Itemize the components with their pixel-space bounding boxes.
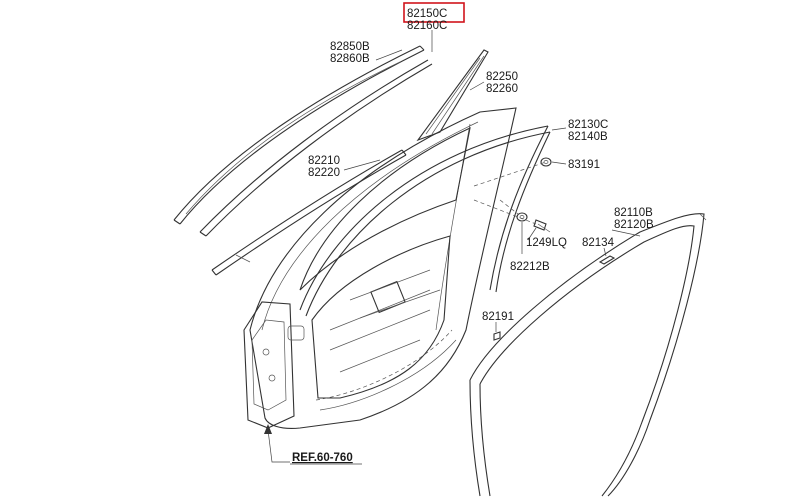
grommet-83191[interactable] xyxy=(540,157,552,167)
ref-arrow xyxy=(264,424,362,465)
leader-lines xyxy=(343,30,641,332)
label-83191[interactable]: 83191 xyxy=(568,159,600,171)
label-1249lq[interactable]: 1249LQ xyxy=(526,237,567,249)
label-82130c[interactable]: 82130C xyxy=(568,119,608,131)
clip-82212b[interactable] xyxy=(516,212,528,222)
label-82220[interactable]: 82220 xyxy=(308,167,340,179)
label-82250[interactable]: 82250 xyxy=(486,71,518,83)
plug-82191[interactable] xyxy=(493,331,501,341)
label-82860b[interactable]: 82860B xyxy=(330,53,370,65)
label-82210[interactable]: 82210 xyxy=(308,155,340,167)
delta-garnish[interactable] xyxy=(416,49,489,142)
label-82120b[interactable]: 82120B xyxy=(614,219,654,231)
label-ref[interactable]: REF.60-760 xyxy=(292,452,353,464)
body-side-weatherstrip[interactable] xyxy=(469,213,707,497)
label-82212b[interactable]: 82212B xyxy=(510,261,550,273)
label-82160c[interactable]: 82160C xyxy=(407,20,447,32)
glass-run-channel[interactable] xyxy=(199,59,433,237)
label-82850b[interactable]: 82850B xyxy=(330,41,370,53)
door-panel[interactable] xyxy=(243,107,517,429)
label-82134[interactable]: 82134 xyxy=(582,237,615,249)
clip-82134[interactable] xyxy=(598,255,616,265)
highlight-box[interactable] xyxy=(403,2,465,23)
label-82191[interactable]: 82191 xyxy=(482,311,514,323)
outer-belt-moulding[interactable] xyxy=(173,45,425,225)
screw-1249lq[interactable] xyxy=(533,219,551,233)
door-side-weatherstrip[interactable] xyxy=(299,125,551,317)
label-82150c[interactable]: 82150C xyxy=(407,8,447,20)
label-82260[interactable]: 82260 xyxy=(486,83,518,95)
inner-belt-weatherstrip[interactable] xyxy=(211,149,407,276)
label-82110b[interactable]: 82110B xyxy=(614,207,653,219)
label-82140b[interactable]: 82140B xyxy=(568,131,608,143)
